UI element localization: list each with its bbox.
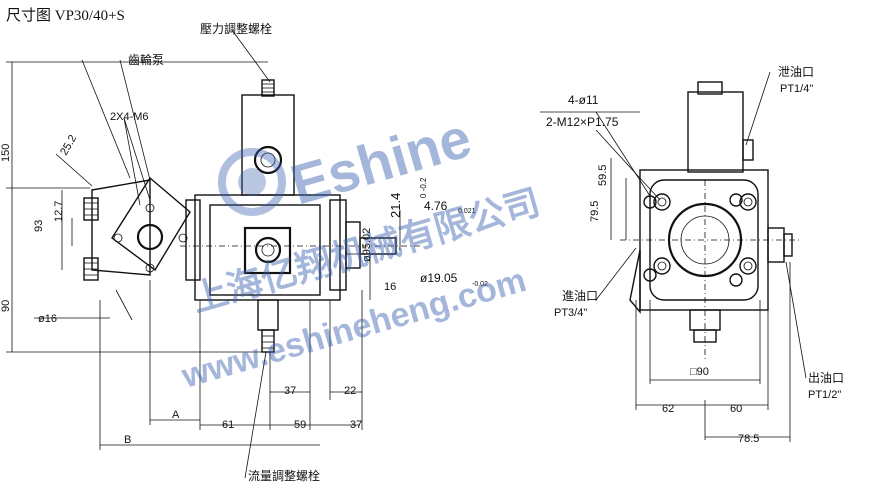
label-outlet-port: 出油口 — [808, 371, 844, 385]
front-bore — [667, 202, 743, 278]
label-drain-port-spec: PT1/4" — [780, 83, 813, 95]
label-holes-dia: 4-ø11 — [568, 93, 599, 107]
watermark: Eshine 上海亿翔机械有限公司 www.eshineheng.com — [177, 105, 545, 396]
dim-37a: 37 — [284, 385, 296, 397]
label-drain-port: 泄油口 — [778, 65, 814, 79]
label-pressure-screw: 壓力調整螺栓 — [200, 21, 272, 36]
page-title: 尺寸图 VP30/40+S — [6, 8, 125, 24]
right-view — [540, 71, 807, 442]
dim-25-2: 25.2 — [58, 133, 79, 158]
label-ref-b: B — [124, 434, 131, 446]
label-mount-screw: 2-M12×P1.75 — [546, 115, 619, 129]
label-inlet-port-spec: PT3/4" — [554, 307, 587, 319]
dim-93: 93 — [33, 220, 45, 232]
dim-37b: 37 — [350, 419, 362, 431]
dim-61: 61 — [222, 419, 234, 431]
watermark-logo-icon — [218, 148, 286, 216]
dim-21-4-tol: 0 -0.2 — [419, 177, 428, 198]
dim-59: 59 — [294, 419, 306, 431]
valve-top-block — [687, 91, 744, 173]
valve-port-circle — [253, 145, 283, 175]
dim-16: 16 — [384, 281, 396, 293]
dim-59-5: 59.5 — [597, 165, 609, 186]
outlet-port-block — [243, 226, 292, 275]
dim-60: 60 — [730, 403, 742, 415]
dim-shaft-dia: ø95.02 — [361, 228, 373, 262]
label-ref-a: A — [172, 409, 180, 421]
dim-78-5: 78.5 — [738, 433, 759, 445]
dim-79-5: 79.5 — [589, 201, 601, 222]
dim-sq90: □90 — [690, 366, 709, 378]
label-gear-pump: 齒輪泵 — [128, 52, 164, 67]
label-inlet-port: 進油口 — [562, 289, 598, 303]
dim-4-76-tol: 0.021 — [458, 208, 476, 215]
dim-22: 22 — [344, 385, 356, 397]
gear-pump — [83, 176, 201, 281]
label-flow-screw: 流量調整螺栓 — [248, 468, 320, 483]
dim-21-4: 21.4 — [388, 193, 403, 218]
labels: 壓力調整螺栓 齒輪泵 2X4-M6 4-ø11 2-M12×P1.75 泄油口 … — [0, 21, 844, 483]
dim-phi16: ø16 — [38, 313, 57, 325]
label-outlet-port-spec: PT1/2" — [808, 389, 841, 401]
dim-90: 90 — [0, 300, 12, 312]
dim-62: 62 — [662, 403, 674, 415]
dim-4-76: 4.76 — [424, 199, 448, 213]
dim-19-05: ø19.05 — [420, 271, 458, 285]
watermark-brand: Eshine — [284, 105, 478, 216]
left-view — [6, 29, 420, 479]
dim-19-05-tol: -0.02 — [472, 281, 488, 288]
dim-150: 150 — [0, 144, 12, 162]
label-bolt-holes: 2X4-M6 — [110, 111, 149, 123]
dim-12-7: 12.7 — [53, 201, 65, 222]
